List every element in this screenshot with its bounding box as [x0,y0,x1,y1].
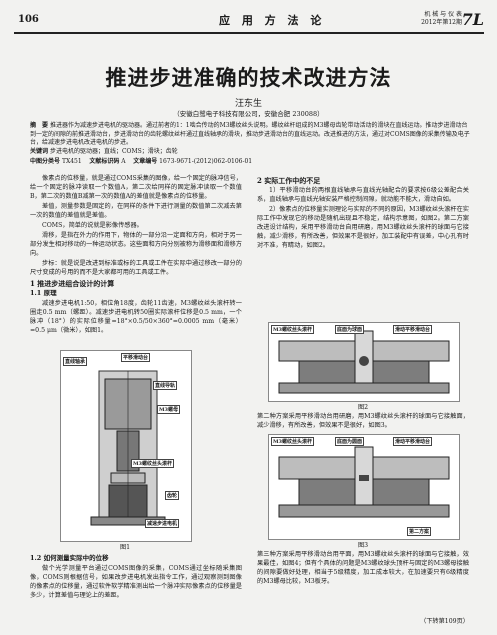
figure-2-drawing [278,330,450,394]
figure-1-caption: 图1 [119,544,131,551]
paragraph: 差值，测量参数是固定的，在同样的条件下进行测量的数值第二次减去第一次的数值的差值… [30,203,242,219]
label-m3-screw: M3螺纹丝头滚杆 [131,459,175,468]
section-heading: 2 实际工作中的不足 [257,176,321,185]
paragraph: 做个光学测量平台通过COMS图像的采集，COMS通过坐标随采集图像，COMS则根… [30,565,242,599]
label-gear: 齿轮 [165,491,180,500]
paragraph: 第二种方案采用平移滑动台用研磨，用M3螺纹丝头滚杆的球面与它接触面，减少滑移，有… [257,413,469,429]
paragraph: 1）平移滑动台的两根直线轴承与直线光轴配合的要求按6级公差配合关系，直线轴承与直… [257,187,469,203]
paragraph: COMS，简单的说就是影像传感器。 [42,222,143,229]
journal-section: 应 用 方 法 论 [219,14,326,27]
label-slide-table: 平移滑动台 [121,353,151,362]
figure-1-drawing [90,370,166,526]
subsection-heading: 1.1 原理 [30,289,57,297]
label-slide-table: 滑动平移滑动台 [393,437,433,446]
abstract: 摘 要 推进器作为减速步进电机的驱动器。通过前者的1：1啮合传动的M3螺纹丝头说… [30,122,470,146]
figure-2-caption: 图2 [357,404,369,411]
label-slide-table: 滑动平移滑动台 [393,325,433,334]
article-title: 推进步进准确的技术改进方法 [105,65,392,90]
label-scheme-two: 第二方案 [407,527,432,536]
paragraph: 滑移，是指在外力的作用下，物体的一部分沿一定面和方向，相对于另一部分发生相对移动… [30,232,242,257]
journal-logo: 7L [461,10,484,29]
paragraph: 步标：就是说是改进到标准或标的工具或工件在实际中通过移改一部分的尺寸变成的号用的… [30,260,242,276]
figure-3-drawing [278,446,450,518]
figure-1: 直线轴承 平移滑动台 直线导轨 M3螺母 M3螺纹丝头滚杆 齿轮 减速步进电机 [60,350,192,542]
page-number: 106 [18,14,39,25]
paragraph: 2）像素点的位移量实测理论与实际的不同的原因，M3螺纹丝头滚杆在实际工作中发现它… [257,206,469,249]
figure-3: M3螺纹丝头滚杆 底面为圆面 滑动平移滑动台 第二方案 [268,434,460,540]
figure-2: M3螺纹丝头滚杆 底面为球面 滑动平移滑动台 [268,322,460,402]
keywords: 关键词 步进电机的驱动器；直线；COMS；滑块；齿轮 [30,148,178,155]
paragraph: 第三种方案采用平移滑动台用平面，用M3螺纹丝头滚杆的球面与它接触，效果最佳，如图… [257,551,469,585]
subsection-heading: 1.2 如何测量实际中的位移 [30,554,109,562]
figure-3-caption: 图3 [357,542,369,549]
label-m3-screw: M3螺纹丝头滚杆 [271,437,315,446]
section-heading: 1 推进步进组合设计的计算 [30,279,115,288]
label-motor: 减速步进电机 [145,519,180,528]
classification: 中图分类号 TX451 文献标识码 A 文章编号 1673-9671-(2012… [30,158,253,165]
right-column-top: 2 实际工作中的不足 1）平移滑动台的两根直线轴承与直线光轴配合的要求按6级公差… [257,174,469,251]
label-flat-bottom: 底面为圆面 [335,437,365,446]
paragraph: 像素点的位移量，就是通过COMS采集的图像，给一个固定的脉冲信号，给一个固定的脉… [30,175,242,200]
label-m3-screw: M3螺纹丝头滚杆 [271,325,315,334]
label-m3-nut: M3螺母 [157,405,181,414]
continued-note: （下转第109页） [420,618,469,625]
left-column-top: 像素点的位移量，就是通过COMS采集的图像，给一个固定的脉冲信号，给一个固定的脉… [30,174,242,336]
left-column-bottom: 1.2 如何测量实际中的位移 做个光学测量平台通过COMS图像的采集，COMS通… [30,553,242,601]
affiliation: （安徽白鹭电子科技有限公司，安徽合肥 230088） [173,110,324,118]
author: 汪东生 [234,99,262,109]
label-guide-rail: 直线导轨 [153,381,178,390]
label-spherical-bottom: 底面为球面 [335,325,365,334]
paragraph: 减速步进电机1:50，相位角18度，齿轮11齿速，M3螺纹丝头滚杆转一圈走0.5… [30,300,242,334]
label-linear-bearing: 直线轴承 [63,357,88,366]
